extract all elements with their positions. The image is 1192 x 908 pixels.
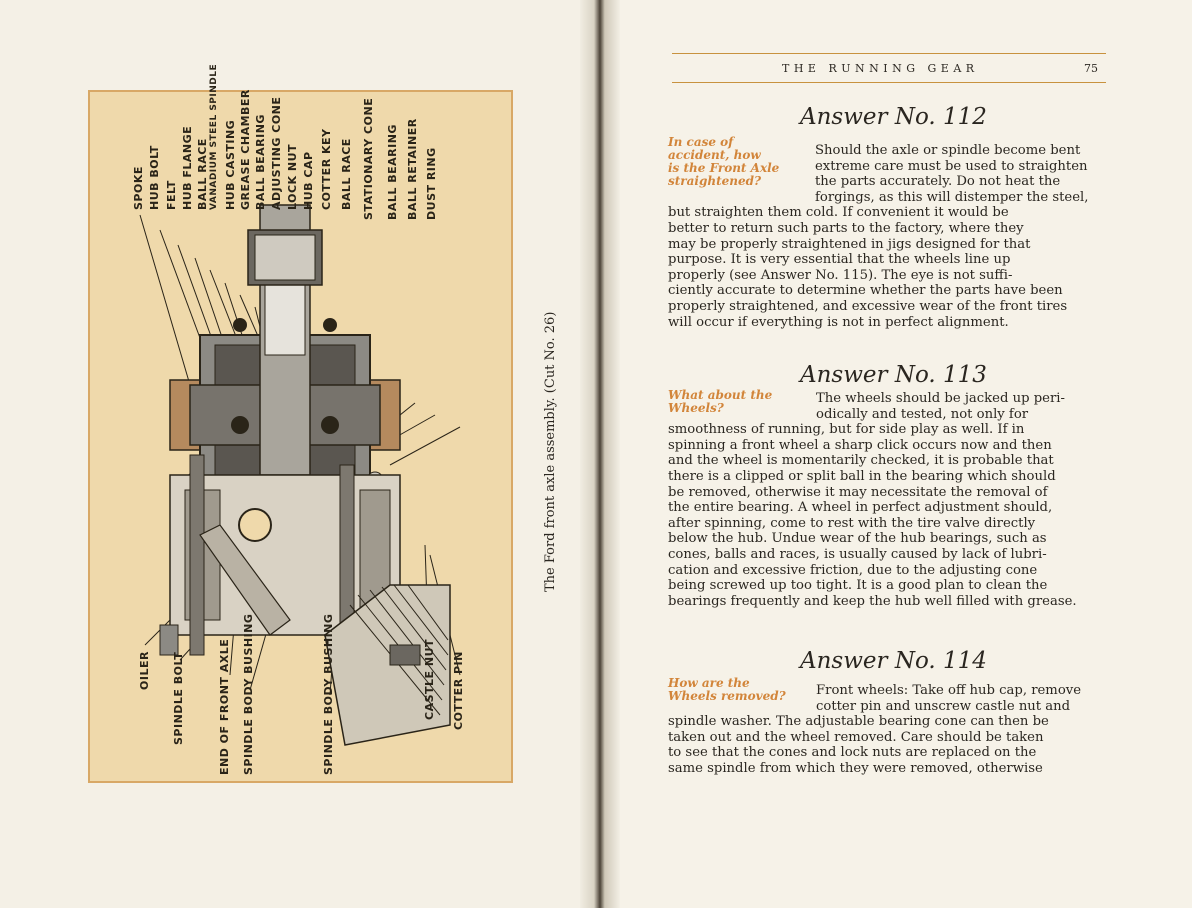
running-title: THE RUNNING GEAR [782,62,979,75]
answer-114-body: Front wheels: Take off hub cap, remove c… [668,683,1082,776]
callout-adjusting-cone: ADJUSTING CONE [270,96,283,210]
answer-113-title: Answer No. 113 [800,362,987,388]
running-head: THE RUNNING GEAR 75 [672,62,1106,78]
callout-spindle-bolt: SPINDLE BOLT [172,651,185,745]
callout-hub-bolt: HUB BOLT [148,145,161,210]
callout-hub-casting: HUB CASTING [224,119,237,210]
callout-end-of-front-axle: END OF FRONT AXLE [218,638,231,775]
callout-spindle-body-bushing-2: SPINDLE BODY BUSHING [322,613,335,775]
callout-felt: FELT [165,180,178,210]
callout-lock-nut: LOCK NUT [286,143,299,210]
hub-assembly [169,204,401,489]
callout-stationary-cone: STATIONARY CONE [362,97,375,220]
callout-ball-retainer: BALL RETAINER [406,118,419,220]
callout-grease-chamber: GREASE CHAMBER [239,89,252,210]
plate-rotated-frame: SPOKE HUB BOLT FELT HUB FLANGE BALL RACE… [90,64,515,785]
callout-cotter-pin: COTTER PIN [452,651,465,730]
answer-112-question: In case of accident, how is the Front Ax… [668,135,780,188]
figure-caption: The Ford front axle assembly. (Cut No. 2… [536,292,566,592]
callout-spoke: SPOKE [132,166,145,210]
callout-oiler: OILER [138,651,151,690]
figure-caption-text: The Ford front axle assembly. (Cut No. 2… [543,311,558,592]
answer-114-question: How are the Wheels removed? [668,676,786,703]
header-rule-bottom [672,82,1106,83]
header-rule-top [672,53,1106,54]
callout-ball-race-2: BALL RACE [340,138,353,210]
spindle-body [159,454,451,746]
page-number: 75 [1084,62,1098,75]
callout-ball-race-1: BALL RACE [196,138,209,210]
callout-ball-bearing-1: BALL BEARING [254,114,267,210]
callout-hub-cap: HUB CAP [302,151,315,211]
book-gutter [580,0,620,908]
answer-113-question: What about the Wheels? [668,388,773,415]
right-page [600,0,1192,908]
callout-vanadium-spindle: VANADIUM STEEL SPINDLE [209,63,219,210]
callout-cotter-key: COTTER KEY [320,128,333,210]
callout-hub-flange: HUB FLANGE [181,125,194,210]
answer-112-title: Answer No. 112 [800,104,987,130]
answer-114-title: Answer No. 114 [800,648,987,674]
callout-ball-bearing-2: BALL BEARING [386,124,399,220]
answer-113-body: The wheels should be jacked up peri- odi… [668,391,1077,609]
answer-112-body: Should the axle or spindle become bent e… [668,143,1089,330]
callout-spindle-body-bushing-1: SPINDLE BODY BUSHING [242,613,255,775]
callout-dust-ring: DUST RING [425,147,438,220]
callout-castle-nut: CASTLE NUT [423,638,436,720]
axle-assembly-drawing [139,204,461,746]
illustration-plate: SPOKE HUB BOLT FELT HUB FLANGE BALL RACE… [88,64,515,785]
